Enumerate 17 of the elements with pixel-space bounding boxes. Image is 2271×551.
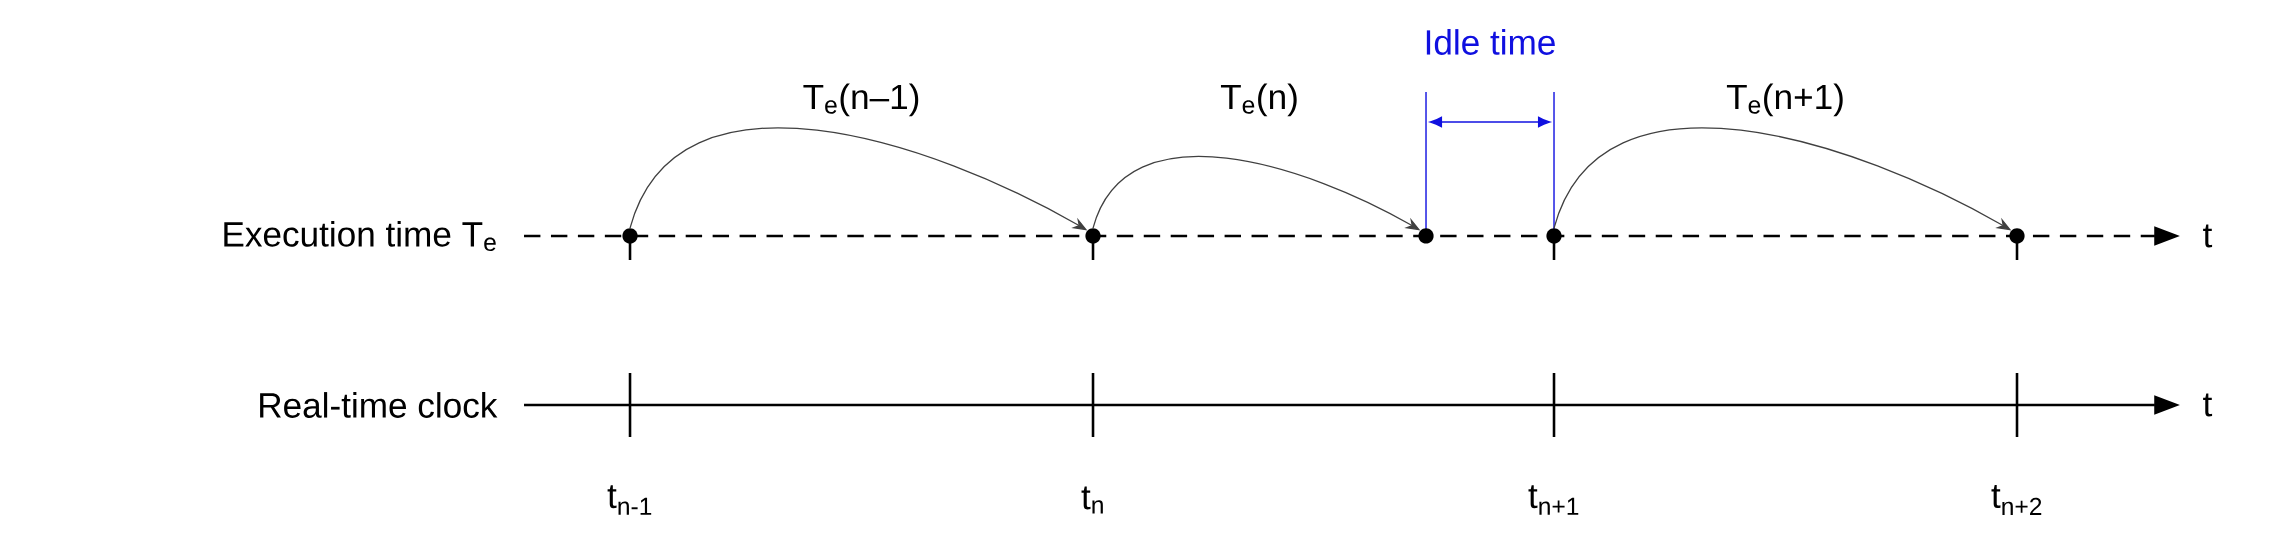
- time-point: [622, 228, 638, 244]
- axis-end-label: t: [2203, 224, 2213, 248]
- time-point: [1085, 228, 1101, 244]
- dimension-label: Idle time: [1426, 29, 1555, 55]
- time-point: [1418, 228, 1434, 244]
- tick-label: t$_{n+2}$: [1991, 485, 2042, 515]
- edge-label: T$_{e}$(n+1): [1726, 83, 1843, 117]
- edge-label: T$_{e}$(n): [1220, 83, 1297, 117]
- time-point: [1546, 228, 1562, 244]
- time-point: [2009, 228, 2025, 244]
- axis-label: Real-time clock: [260, 392, 498, 418]
- axis-end-label: t: [2203, 393, 2213, 417]
- axis-label: Execution time T$_{e}$: [224, 220, 496, 252]
- edge-label: T$_{e}$(n–1): [803, 83, 919, 117]
- tick-label: t$_{n-1}$: [607, 485, 652, 515]
- tick-label: t$_{n}$: [1081, 486, 1103, 514]
- tick-label: t$_{n+1}$: [1528, 485, 1579, 515]
